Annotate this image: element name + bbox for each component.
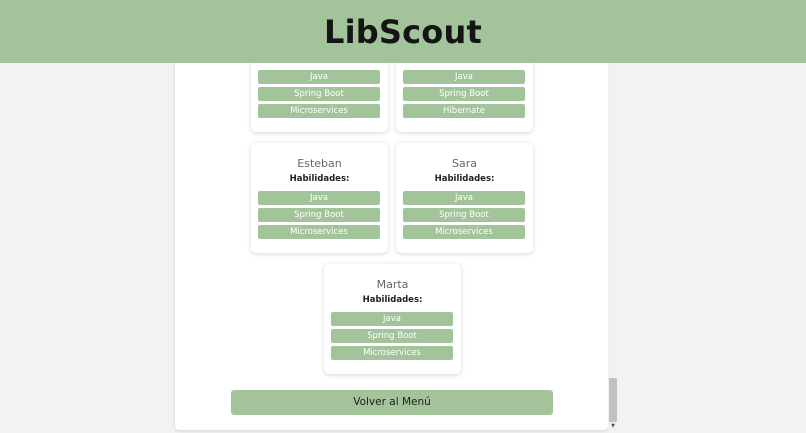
skills-heading: Habilidades: [362, 295, 423, 305]
skill-chip: Microservices [331, 346, 453, 360]
user-card-marta: Marta Habilidades: Java Spring Boot Micr… [324, 264, 461, 374]
skill-chip: Java [331, 312, 453, 326]
skill-chip: Java [258, 191, 380, 205]
skill-chip: Spring Boot [258, 208, 380, 222]
skill-chip: Java [258, 70, 380, 84]
user-name: Esteban [297, 157, 342, 170]
skill-chip: Spring Boot [331, 329, 453, 343]
skill-chip: Microservices [258, 225, 380, 239]
skill-chip: Spring Boot [403, 87, 525, 101]
user-name: Sara [452, 157, 477, 170]
skill-chip: Hibernate [403, 104, 525, 118]
skill-chip: Microservices [258, 104, 380, 118]
skill-chip: Spring Boot [258, 87, 380, 101]
skills-heading: Habilidades: [289, 174, 350, 184]
skill-chip: Java [403, 70, 525, 84]
skill-chip: Spring Boot [403, 208, 525, 222]
app-title: LibScout [324, 12, 482, 51]
user-name: Marta [376, 278, 409, 291]
scrollbar-thumb[interactable] [609, 378, 617, 422]
skill-chip: Microservices [403, 225, 525, 239]
vertical-scrollbar[interactable]: ▼ [608, 63, 618, 430]
chevron-down-icon[interactable]: ▼ [611, 423, 615, 429]
back-to-menu-button[interactable]: Volver al Menú [231, 390, 553, 415]
skills-heading: Habilidades: [434, 174, 495, 184]
skill-chip: Java [403, 191, 525, 205]
app-header: LibScout [0, 0, 806, 63]
user-card-esteban: Esteban Habilidades: Java Spring Boot Mi… [251, 143, 388, 253]
user-card-sara: Sara Habilidades: Java Spring Boot Micro… [396, 143, 533, 253]
